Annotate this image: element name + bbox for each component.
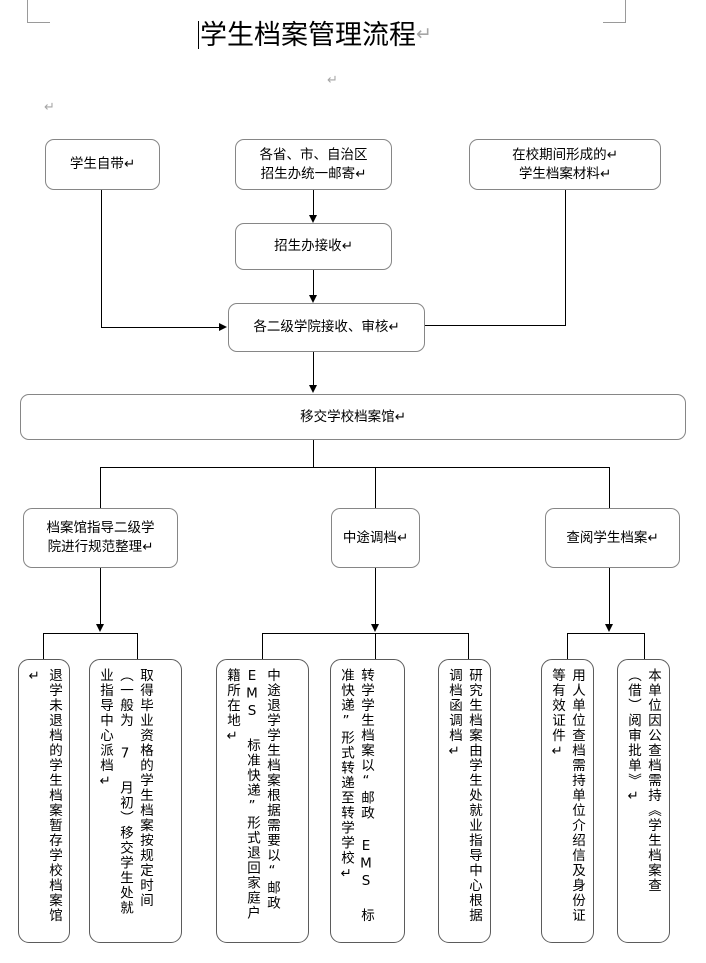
connector-file-lookup-bus: [567, 633, 645, 634]
crop-mark-top-left: [27, 0, 50, 23]
page-title: 学生档案管理流程↵: [198, 17, 432, 53]
leaf-internal-lookup[interactable]: 本单位因公查档需持《学生档案查（借）阅审批单》↵: [617, 659, 670, 943]
node-student-carry-label: 学生自带↵: [69, 156, 136, 172]
arrowhead-admissions-to-college: [309, 295, 317, 303]
connector-midway-transfer-bus: [262, 633, 469, 634]
connector-drop-midway-dropout-return: [262, 633, 263, 660]
leaf-school-transfer-ems-text: 转学学生档案以“邮政 EMS 标准快递”形式转递至转学学校↵: [338, 668, 374, 923]
connector-student-carry-horizontal: [101, 327, 220, 328]
text-caret: [198, 21, 199, 49]
connector-midway-transfer-stem: [375, 568, 376, 625]
connector-drop-postgrad-exam-transfer: [468, 633, 469, 660]
connector-in-school-horizontal: [313, 325, 566, 326]
pilcrow-below-title: ↵: [327, 73, 338, 88]
connector-branch-bus: [100, 467, 609, 468]
page-title-text: 学生档案管理流程: [200, 20, 416, 51]
leaf-internal-lookup-text: 本单位因公查档需持《学生档案查（借）阅审批单》↵: [625, 668, 661, 893]
node-transfer-archive-label: 移交学校档案馆↵: [300, 408, 406, 425]
leaf-postgrad-exam-transfer-text: 研究生档案由学生处就业指导中心根据调档函调档↵: [446, 668, 482, 923]
node-midway-transfer[interactable]: 中途调档↵: [331, 508, 420, 568]
arrowhead-student-carry-to-college: [219, 323, 227, 331]
connector-drop-employer-lookup: [567, 633, 568, 660]
node-student-carry[interactable]: 学生自带↵: [45, 139, 160, 190]
connector-bus-drop-archive-guidance: [100, 467, 101, 509]
node-admissions-receive[interactable]: 招生办接收↵: [235, 223, 392, 270]
leaf-employer-lookup[interactable]: 用人单位查档需持单位介绍信及身份证等有效证件↵: [541, 659, 594, 943]
node-provincial-mail-label: 各省、市、自治区 招生办统一邮寄↵: [259, 146, 368, 182]
node-midway-transfer-label: 中途调档↵: [342, 529, 409, 546]
connector-drop-graduate-dispatch: [137, 633, 138, 660]
node-in-school-files[interactable]: 在校期间形成的↵ 学生档案材料↵: [469, 139, 661, 190]
connector-archive-guidance-stem: [100, 568, 101, 625]
crop-mark-top-right: [603, 0, 626, 23]
connector-drop-school-transfer-ems: [375, 633, 376, 660]
node-file-lookup-label: 查阅学生档案↵: [566, 529, 659, 546]
connector-bus-drop-file-lookup: [609, 467, 610, 509]
pilcrow-left-margin: ↵: [44, 100, 55, 115]
connector-bus-drop-midway-transfer: [375, 467, 376, 509]
node-file-lookup[interactable]: 查阅学生档案↵: [545, 508, 680, 568]
node-college-review-label: 各二级学院接收、审核↵: [253, 319, 400, 335]
node-provincial-mail[interactable]: 各省、市、自治区 招生办统一邮寄↵: [235, 139, 392, 190]
leaf-graduate-dispatch[interactable]: 取得毕业资格的学生档案按规定时间（一般为 7 月初）移交学生处就业指导中心派档↵: [89, 659, 182, 943]
leaf-dropout-undelivered[interactable]: 退学未退档的学生档案暂存学校档案馆↵: [18, 659, 70, 943]
leaf-midway-dropout-return[interactable]: 中途退学学生档案根据需要以“邮政 EMS 标准快递”形式退回家庭户籍所在地↵: [216, 659, 309, 943]
leaf-midway-dropout-return-text: 中途退学学生档案根据需要以“邮政 EMS 标准快递”形式退回家庭户籍所在地↵: [224, 668, 280, 921]
node-admissions-receive-label: 招生办接收↵: [274, 238, 353, 254]
leaf-dropout-undelivered-text: 退学未退档的学生档案暂存学校档案馆↵: [26, 668, 62, 923]
node-in-school-files-label: 在校期间形成的↵ 学生档案材料↵: [512, 146, 618, 182]
arrowhead-provincial-to-admissions: [309, 215, 317, 223]
connector-provincial-to-admissions: [313, 190, 314, 216]
connector-college-to-archive: [313, 352, 314, 386]
connector-archive-guidance-bus: [43, 633, 138, 634]
connector-drop-internal-lookup: [644, 633, 645, 660]
node-transfer-archive[interactable]: 移交学校档案馆↵: [20, 394, 686, 440]
connector-drop-dropout-undelivered: [43, 633, 44, 660]
leaf-school-transfer-ems[interactable]: 转学学生档案以“邮政 EMS 标准快递”形式转递至转学学校↵: [330, 659, 405, 943]
leaf-postgrad-exam-transfer[interactable]: 研究生档案由学生处就业指导中心根据调档函调档↵: [438, 659, 491, 943]
arrowhead-college-to-archive: [309, 385, 317, 393]
connector-admissions-to-college: [313, 270, 314, 296]
arrowhead-archive-guidance-stem: [96, 624, 104, 632]
arrowhead-midway-transfer-stem: [371, 624, 379, 632]
connector-file-lookup-stem: [609, 568, 610, 625]
pilcrow-title: ↵: [416, 23, 432, 45]
node-college-review[interactable]: 各二级学院接收、审核↵: [228, 303, 425, 352]
connector-in-school-vertical: [565, 190, 566, 326]
arrowhead-file-lookup-stem: [605, 624, 613, 632]
node-archive-guidance-label: 档案馆指导二级学 院进行规范整理↵: [46, 520, 155, 555]
connector-archive-stem: [313, 440, 314, 468]
node-archive-guidance[interactable]: 档案馆指导二级学 院进行规范整理↵: [23, 508, 178, 568]
connector-student-carry-vertical: [101, 190, 102, 328]
leaf-graduate-dispatch-text: 取得毕业资格的学生档案按规定时间（一般为 7 月初）移交学生处就业指导中心派档↵: [97, 668, 153, 916]
leaf-employer-lookup-text: 用人单位查档需持单位介绍信及身份证等有效证件↵: [549, 668, 585, 923]
